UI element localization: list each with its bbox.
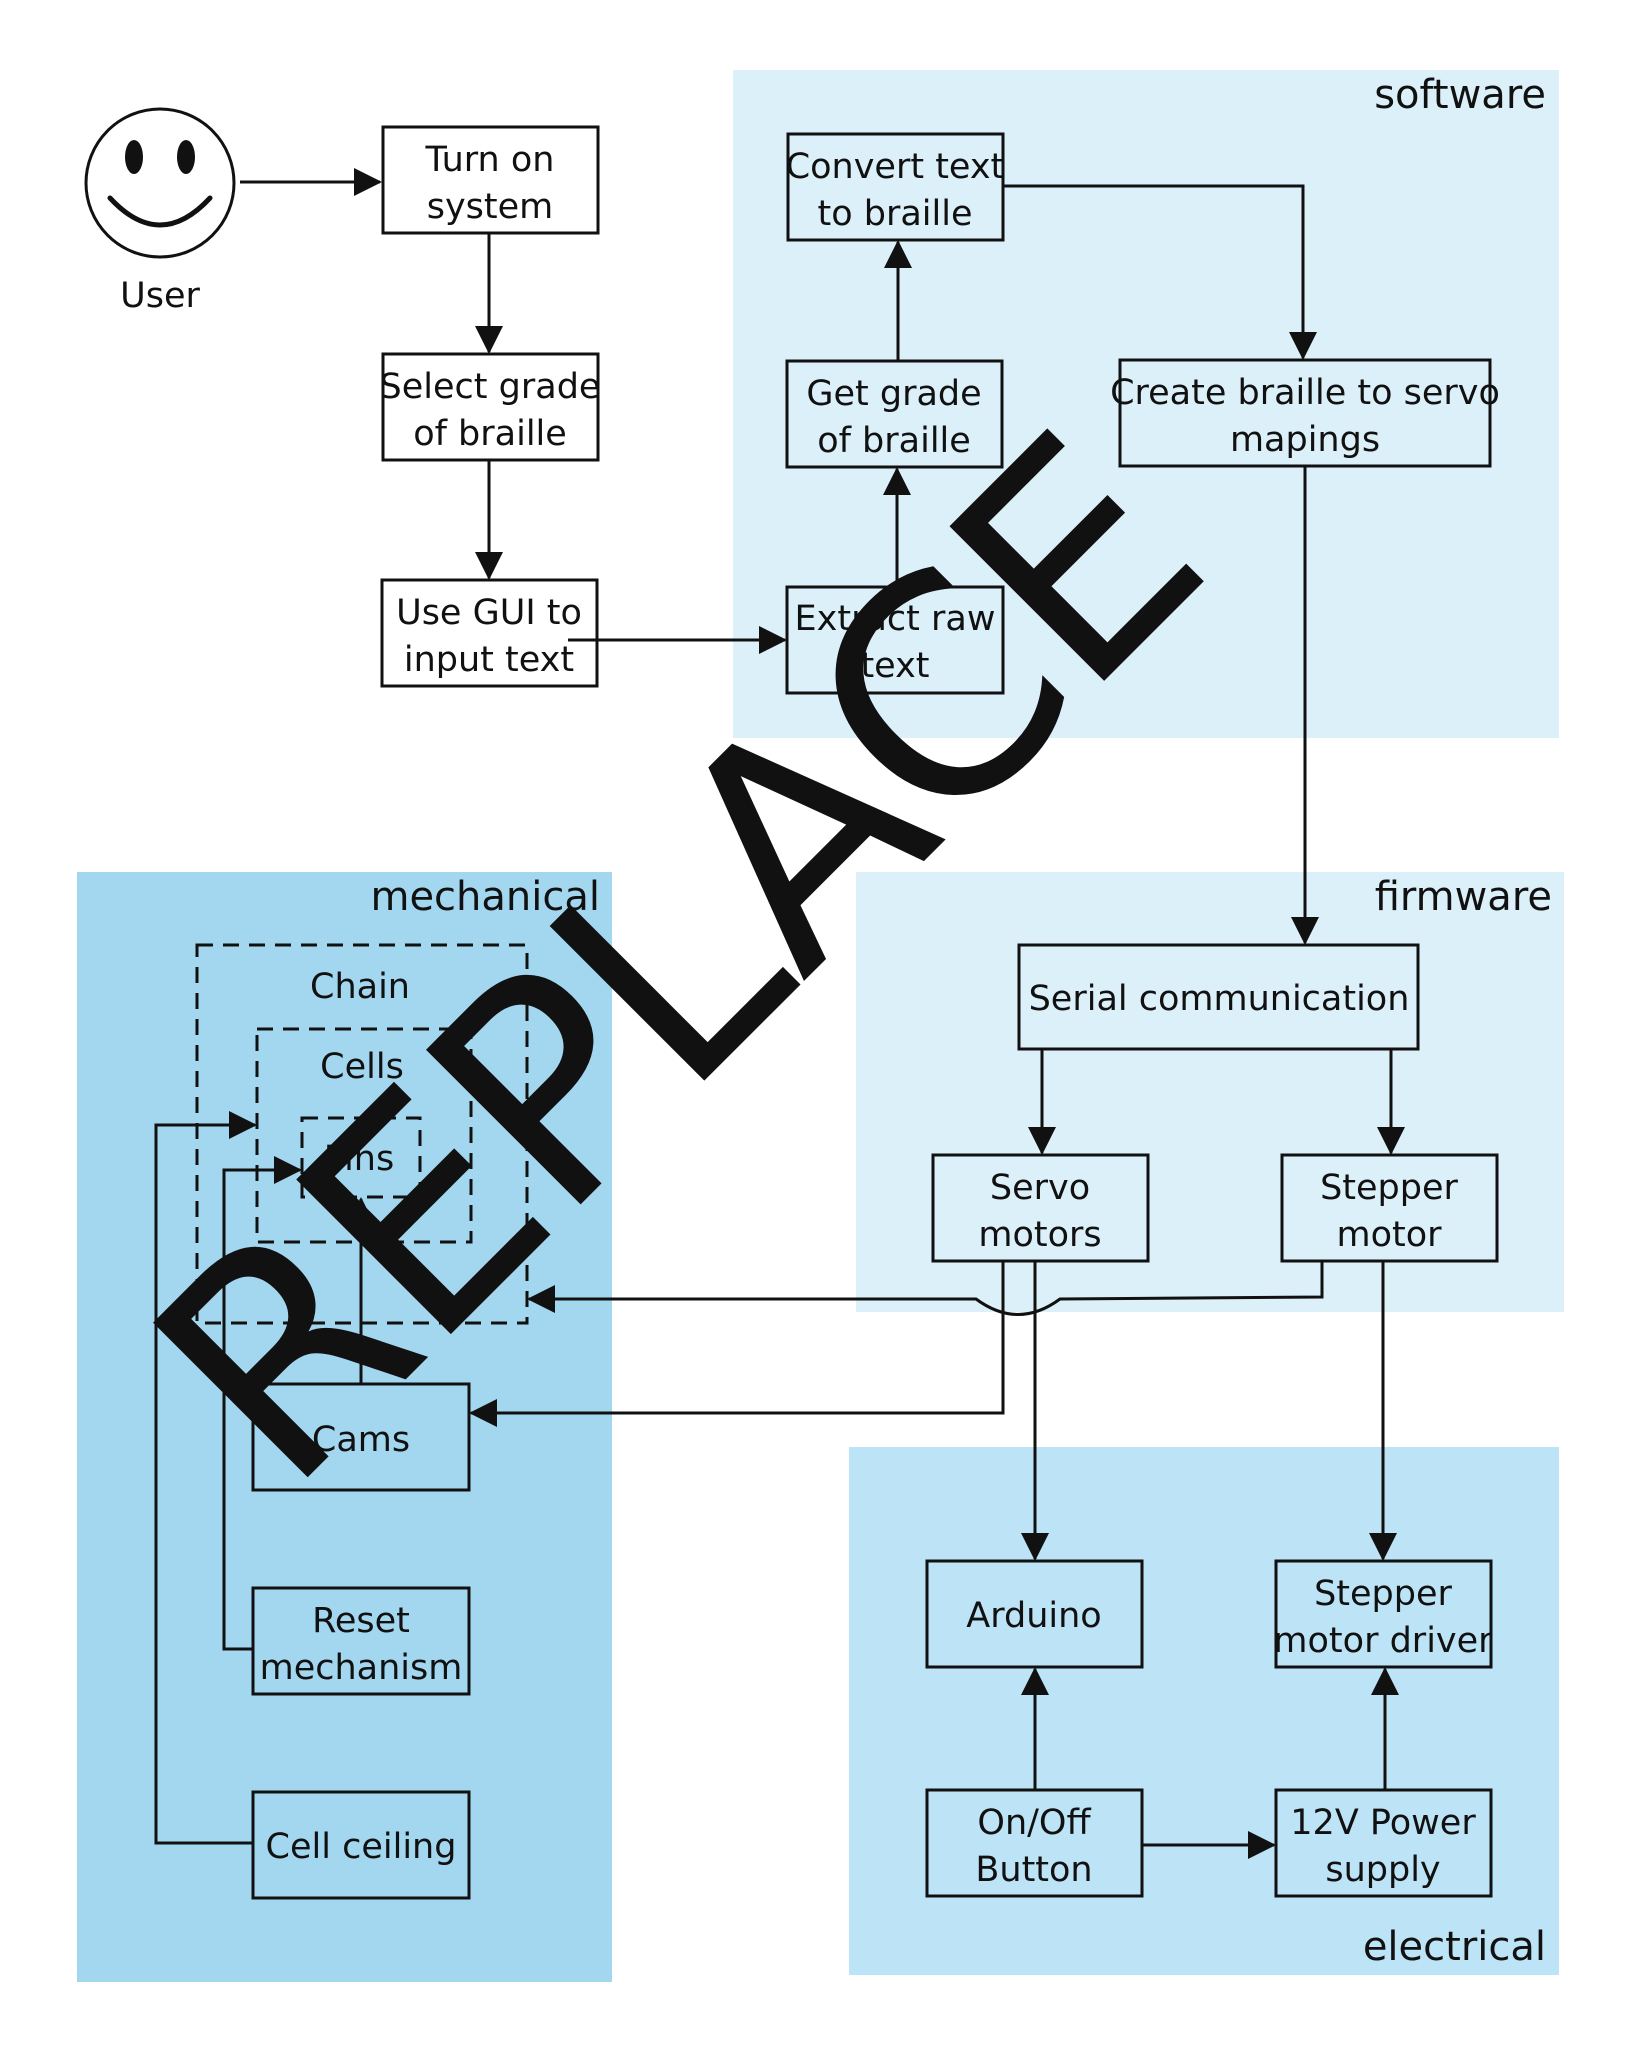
turn-on-system-line2: system <box>427 187 554 227</box>
mechanical-region-label: mechanical <box>370 874 600 920</box>
arrow-reset-to-pins <box>222 1156 302 1651</box>
cell-ceiling-label: Cell ceiling <box>266 1827 457 1867</box>
create-mapping-line1: Create braille to servo <box>1110 373 1500 413</box>
select-grade-node: Select grade of braille <box>380 352 601 462</box>
firmware-region-label: firmware <box>1375 874 1552 920</box>
create-mapping-line2: mapings <box>1230 420 1380 460</box>
extract-raw-line2: text <box>860 646 929 686</box>
user-smiley-icon <box>84 107 236 259</box>
create-mapping-node: Create braille to servo mapings <box>1110 358 1500 468</box>
cells-dashed-box <box>255 1027 473 1244</box>
arrow-convert-text-to-create-mapping <box>1003 184 1317 360</box>
electrical-region-label: electrical <box>1363 1924 1546 1970</box>
use-gui-line1: Use GUI to <box>396 593 582 633</box>
servo-motors-line1: Servo <box>990 1168 1090 1208</box>
stepper-driver-line1: Stepper <box>1314 1574 1452 1614</box>
convert-text-line2: to braille <box>817 194 972 234</box>
serial-communication-node: Serial communication <box>1017 943 1420 1051</box>
arrow-cell-ceiling-to-cells <box>154 1111 257 1845</box>
on-off-button-line1: On/Off <box>977 1803 1091 1843</box>
get-grade-line2: of braille <box>817 421 971 461</box>
pins-dashed-box <box>300 1116 422 1199</box>
stepper-motor-line2: motor <box>1336 1215 1442 1255</box>
use-gui-node: Use GUI to input text <box>380 578 599 688</box>
firmware-region <box>856 872 1564 1312</box>
cell-ceiling-node: Cell ceiling <box>251 1790 471 1900</box>
select-grade-line2: of braille <box>413 414 567 454</box>
arrow-servo-motors-to-cams <box>469 1261 1005 1427</box>
use-gui-line2: input text <box>404 640 574 680</box>
electrical-region <box>849 1447 1559 1975</box>
turn-on-system-node: Turn on system <box>381 125 600 235</box>
power-supply-line1: 12V Power <box>1290 1803 1476 1843</box>
select-grade-line1: Select grade <box>380 367 601 407</box>
on-off-button-line2: Button <box>975 1850 1092 1890</box>
reset-mechanism-line1: Reset <box>312 1601 410 1641</box>
mechanical-region <box>77 872 612 1982</box>
servo-motors-node: Servo motors <box>931 1153 1150 1263</box>
stepper-motor-node: Stepper motor <box>1280 1153 1499 1263</box>
power-supply-line2: supply <box>1325 1850 1440 1890</box>
extract-raw-line1: Extract raw <box>795 599 996 639</box>
get-grade-line1: Get grade <box>806 374 981 414</box>
serial-communication-label: Serial communication <box>1029 979 1410 1019</box>
stepper-driver-node: Stepper motor driver <box>1273 1559 1493 1669</box>
reset-mechanism-line2: mechanism <box>260 1648 463 1688</box>
software-region <box>733 70 1559 738</box>
user-label: User <box>120 276 200 316</box>
convert-text-line1: Convert text <box>786 147 1005 187</box>
cells-label: Cells <box>320 1047 404 1087</box>
pins-label: Pins <box>324 1139 394 1179</box>
turn-on-system-line1: Turn on <box>425 140 555 180</box>
arduino-label: Arduino <box>966 1596 1101 1636</box>
servo-motors-line2: motors <box>978 1215 1101 1255</box>
extract-raw-node: Extract raw text <box>785 585 1005 695</box>
cams-label: Cams <box>312 1420 410 1460</box>
software-region-label: software <box>1374 72 1546 118</box>
stepper-motor-line1: Stepper <box>1320 1168 1458 1208</box>
chain-label: Chain <box>310 967 410 1007</box>
reset-mechanism-node: Reset mechanism <box>251 1586 471 1696</box>
stepper-driver-line2: motor driver <box>1273 1621 1493 1661</box>
arrow-stepper-motor-to-chain <box>527 1261 1324 1316</box>
